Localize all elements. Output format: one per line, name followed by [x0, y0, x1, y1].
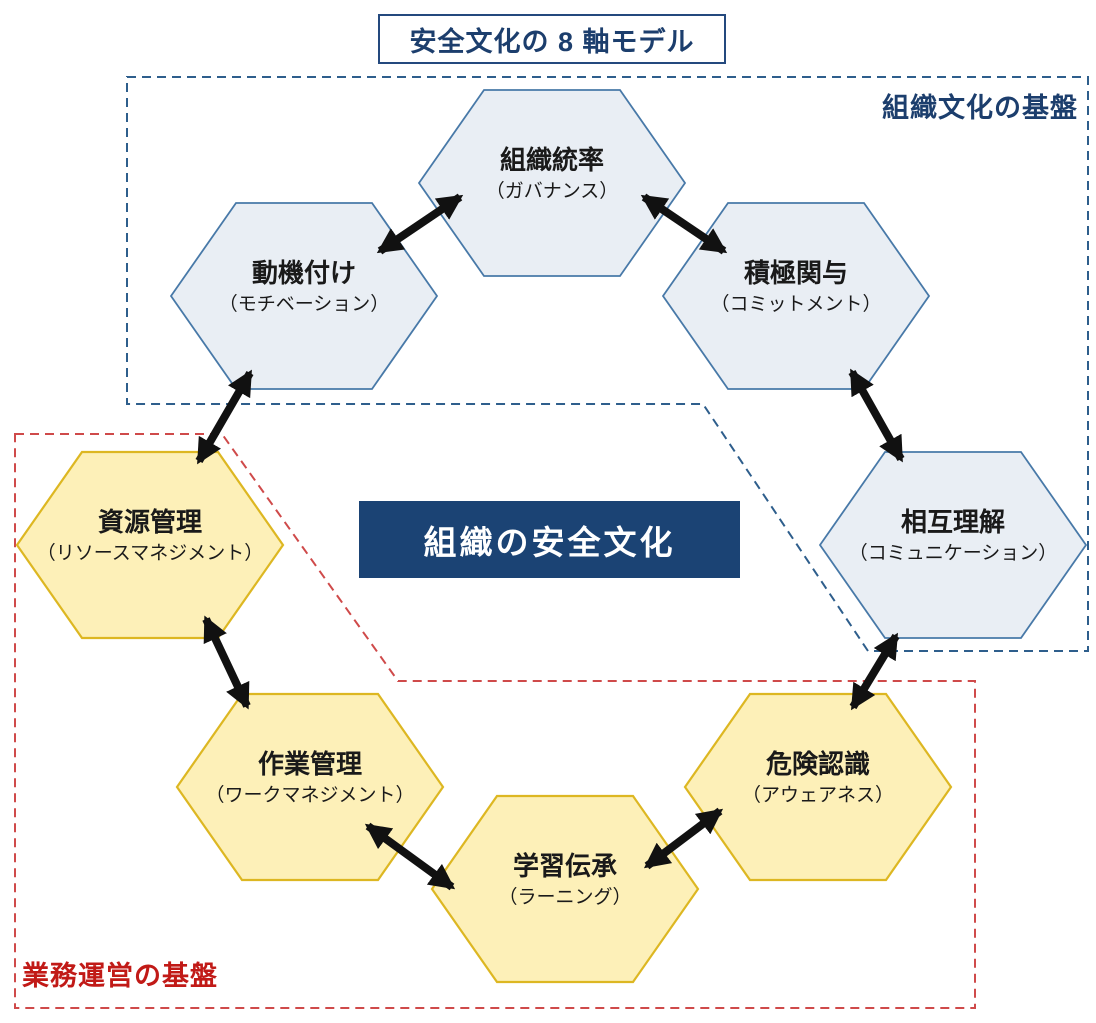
hexagon-subtitle: （アウェアネス）: [741, 785, 894, 807]
hexagon-label-motivation: 動機付け （モチベーション）: [184, 258, 424, 317]
hexagon-subtitle: （コミットメント）: [710, 294, 882, 316]
hexagon-governance: [417, 89, 687, 277]
hexagon-subtitle: （ワークマネジメント）: [205, 785, 415, 807]
hexagon-label-commitment: 積極関与 （コミットメント）: [676, 258, 916, 317]
arrow-learning-work: [364, 822, 456, 891]
arrow-governance-commitment: [640, 193, 728, 255]
hexagon-title: 相互理解: [900, 507, 1005, 537]
arrow-communication-hazard: [849, 632, 900, 711]
arrow-commitment-communication: [848, 368, 905, 463]
hexagon-subtitle: （コミュニケーション）: [848, 543, 1058, 565]
hexagon-title: 作業管理: [257, 749, 362, 779]
hexagon-subtitle: （リソースマネジメント）: [36, 543, 264, 565]
hexagon-label-learning: 学習伝承 （ラーニング）: [445, 851, 685, 910]
hexagon-hazard-awareness: [683, 692, 953, 882]
hexagon-label-work-management: 作業管理 （ワークマネジメント）: [190, 749, 430, 808]
hexagon-title: 危険認識: [765, 749, 870, 779]
hexagon-commitment: [661, 202, 931, 390]
hexagon-title: 組織統率: [499, 145, 604, 175]
operations-region-border: [14, 433, 976, 1009]
model-title: 安全文化の 8 軸モデル: [409, 26, 695, 57]
org-culture-region-label: 組織文化の基盤: [882, 93, 1078, 123]
arrow-hazard-learning: [643, 807, 724, 870]
hexagon-label-hazard-awareness: 危険認識 （アウェアネス）: [698, 749, 938, 808]
hexagon-title: 学習伝承: [512, 851, 617, 881]
hexagon-resource-management: [15, 450, 285, 640]
center-safety-culture-box: 組織の安全文化: [359, 501, 740, 578]
arrow-work-resource: [202, 615, 251, 710]
hexagon-title: 積極関与: [743, 258, 848, 288]
hexagon-label-resource-management: 資源管理 （リソースマネジメント）: [30, 507, 270, 566]
hexagon-subtitle: （モチベーション）: [218, 294, 390, 316]
hexagon-label-governance: 組織統率 （ガバナンス）: [432, 145, 672, 204]
arrow-motivation-governance: [376, 193, 464, 255]
hexagon-title: 動機付け: [251, 258, 356, 288]
center-safety-culture-label: 組織の安全文化: [423, 523, 676, 561]
hexagon-subtitle: （ガバナンス）: [485, 181, 619, 203]
hexagon-learning: [430, 794, 700, 984]
model-title-box: 安全文化の 8 軸モデル: [378, 14, 726, 64]
hexagon-subtitle: （ラーニング）: [498, 887, 632, 909]
operations-region-label: 業務運営の基盤: [22, 961, 218, 991]
arrow-resource-motivation: [195, 369, 254, 465]
hexagon-label-communication: 相互理解 （コミュニケーション）: [833, 507, 1073, 566]
hexagon-title: 資源管理: [97, 507, 202, 537]
